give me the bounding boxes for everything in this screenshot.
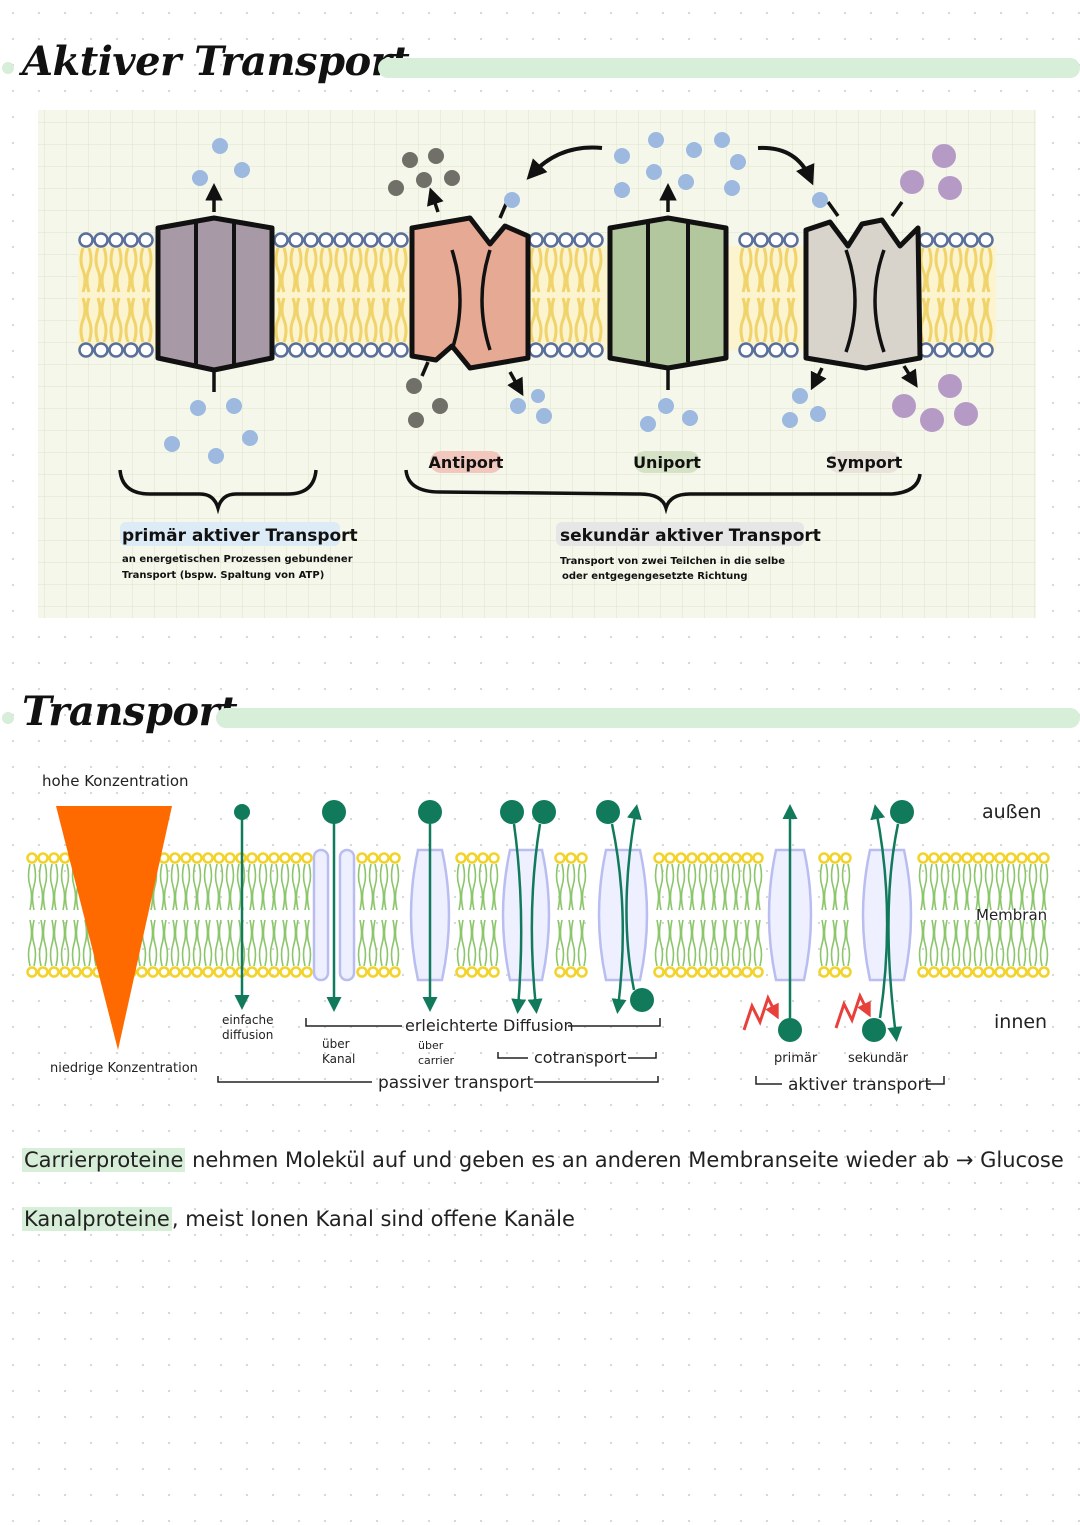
secondary-active-desc-2: oder entgegengesetzte Richtung [562,571,748,582]
active-transport-diagram: Antiport Uniport Symport primär aktiver … [38,110,1036,618]
channel-label-2: Kanal [322,1052,355,1066]
label-uniport: Uniport [633,453,701,472]
heading-dot [2,62,14,74]
primary-active-desc-2: Transport (bspw. Spaltung von ATP) [122,570,324,581]
primary-active-title: primär aktiver Transport [122,526,358,546]
simple-diffusion-label-2: diffusion [222,1028,273,1042]
heading-dot-2 [2,712,14,724]
low-concentration-label: niedrige Konzentration [50,1061,198,1076]
heading-underline [378,58,1080,78]
purple-particles [892,144,978,432]
cotransport-symport [500,800,556,1014]
term-carrier-proteins: Carrierproteine [22,1148,186,1172]
active-transport-label: aktiver transport [788,1075,931,1095]
outside-label: außen [982,801,1041,823]
inside-label: innen [994,1011,1047,1033]
simple-diffusion [234,804,250,1010]
note-carrier-example: Glucose [980,1148,1064,1172]
primary-pump-protein [155,183,275,392]
label-antiport: Antiport [429,453,504,472]
section2-title: Transport [22,688,238,735]
channel-label-1: über [322,1037,350,1051]
label-symport: Symport [826,453,903,472]
note-carrier-text: nehmen Molekül auf und geben es an ander… [192,1148,950,1172]
arrow-right-icon: → [955,1148,974,1172]
facilitated-diffusion-label: erleichterte Diffusion [405,1016,574,1035]
primary-active-carrier [742,804,813,1042]
passive-transport-label: passiver transport [378,1073,533,1093]
secondary-active-title: sekundär aktiver Transport [560,526,821,546]
carrier-label-2: carrier [418,1054,454,1067]
term-channel-proteins: Kanalproteine [22,1207,172,1231]
section1-title: Aktiver Transport [22,38,410,85]
simple-diffusion-label-1: einfache [222,1013,274,1027]
curved-arrow-right [757,145,815,186]
dark-particles [388,148,460,428]
carrier-protein [409,800,451,1012]
symport-protein [803,200,923,391]
channel-protein [312,800,356,1012]
brace-secondary [404,469,922,515]
note-channel-text: , meist Ionen Kanal sind offene Kanäle [171,1207,575,1231]
note-channel: Kanalproteine, meist Ionen Kanal sind of… [22,1207,575,1231]
carrier-label-1: über [418,1039,444,1052]
transport-overview-diagram: hohe Konzentration niedrige Konzentratio… [26,772,1050,1095]
secondary-active-carrier [834,800,914,1042]
heading-underline-2 [216,708,1080,728]
brace-primary [118,469,318,515]
high-concentration-label: hohe Konzentration [42,772,189,790]
uniport-protein [607,183,729,390]
concentration-gradient [56,806,172,1050]
blue-particles [164,132,828,464]
note-carrier: Carrierproteine nehmen Molekül auf und g… [22,1148,1064,1172]
membrane-label: Membran [976,906,1047,924]
cotransport-label: cotransport [534,1048,627,1067]
cotransport-antiport [596,800,654,1014]
curved-arrow-left [526,145,603,180]
primary-active-desc-1: an energetischen Prozessen gebundener [122,554,353,565]
antiport-protein [409,187,531,397]
secondary-label: sekundär [848,1051,909,1066]
primary-label: primär [774,1051,818,1066]
secondary-active-desc-1: Transport von zwei Teilchen in die selbe [560,556,785,567]
